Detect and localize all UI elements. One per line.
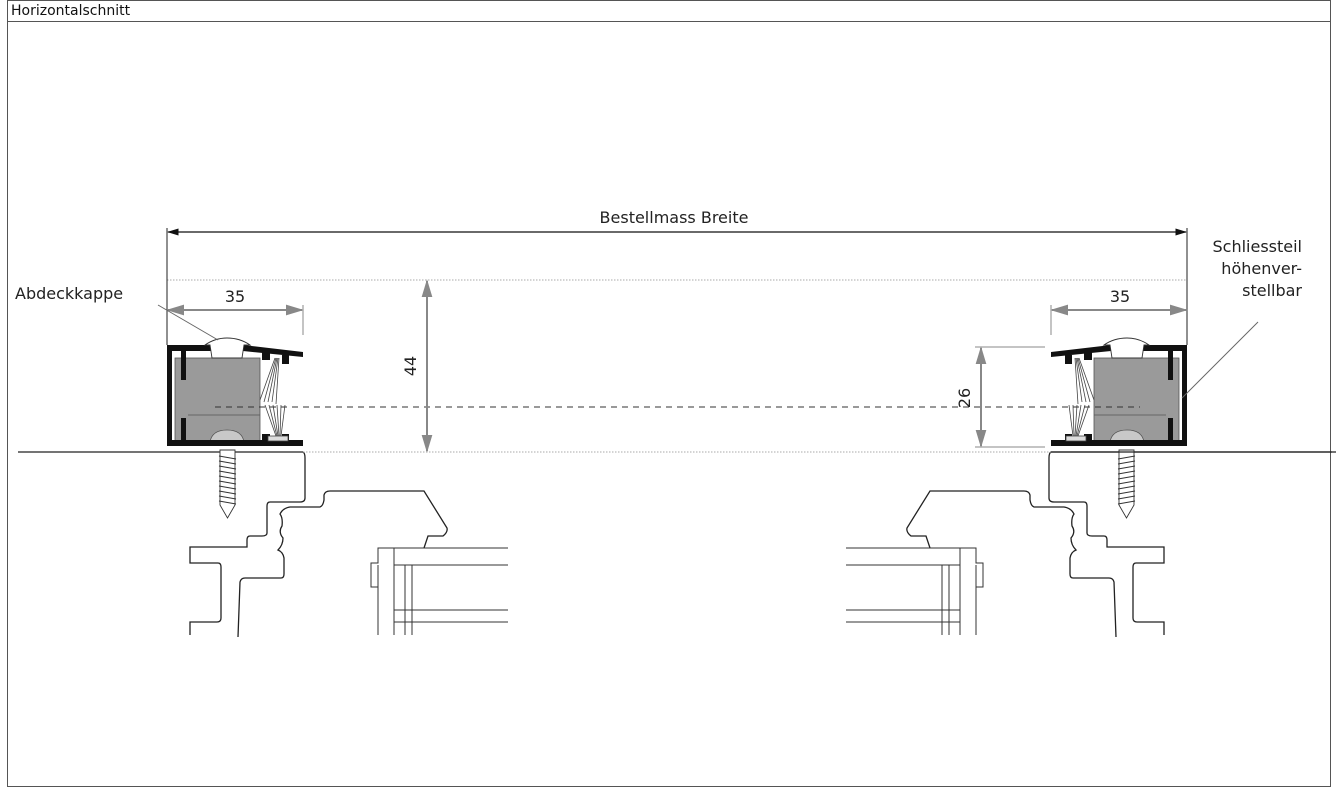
strike-label-2: höhenver- (1221, 259, 1302, 278)
drawing-frame: Horizontalschnitt (7, 0, 1331, 787)
height-26-label: 26 (955, 388, 974, 408)
cover-cap-leader (157, 304, 219, 341)
cover-cap-label: Abdeckkappe (15, 284, 123, 303)
height-44-label: 44 (401, 356, 420, 376)
order-width-label: Bestellmass Breite (600, 208, 749, 227)
left-profile (17, 337, 509, 638)
right-profile (845, 337, 1337, 638)
strike-leader (1181, 321, 1259, 399)
strike-label-3: stellbar (1242, 281, 1302, 300)
left-35-label: 35 (225, 287, 245, 306)
right-35-label: 35 (1110, 287, 1130, 306)
strike-label-1: Schliessteil (1212, 237, 1302, 256)
drawing-title: Horizontalschnitt (8, 1, 1330, 22)
